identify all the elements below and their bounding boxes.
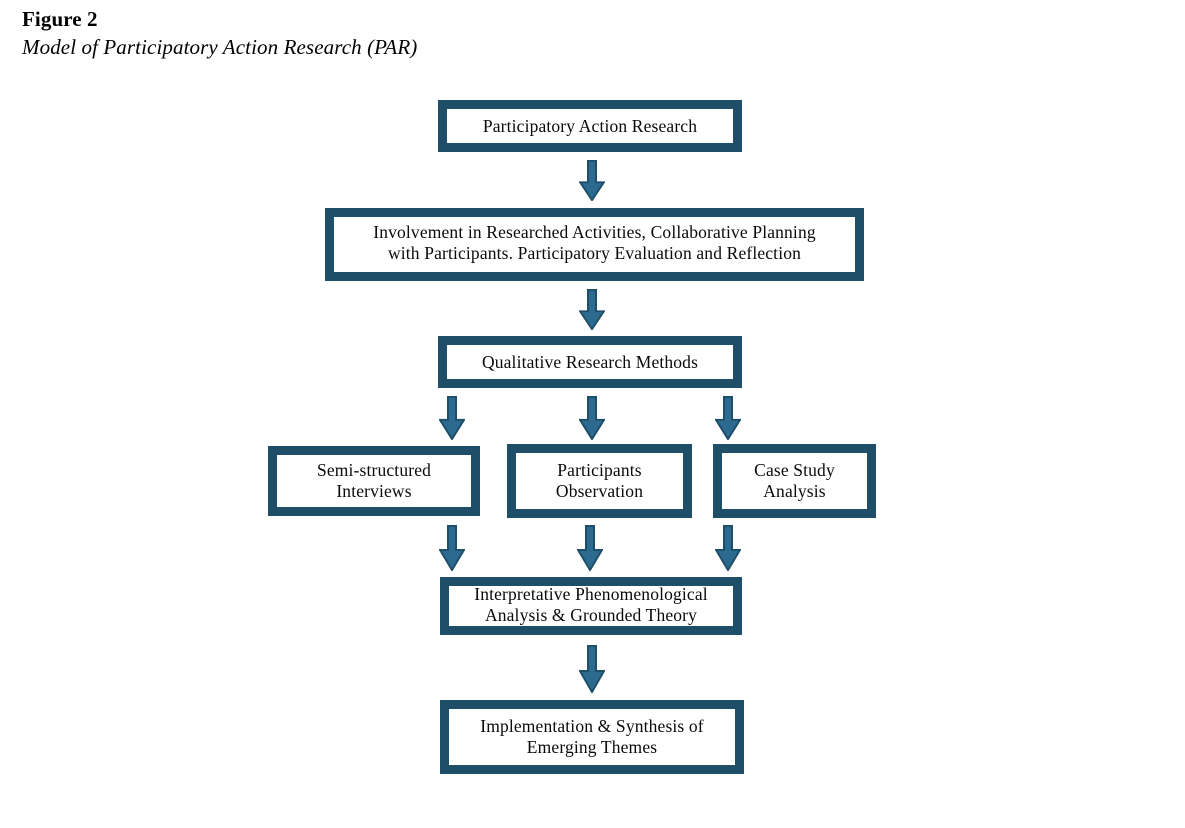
arrow-down-icon <box>715 396 741 440</box>
node-implementation-synthesis-emerging-themes: Implementation & Synthesis of Emerging T… <box>440 700 744 774</box>
arrow-down-icon <box>439 396 465 440</box>
node-label: Qualitative Research Methods <box>481 351 699 372</box>
node-label: Implementation & Synthesis of Emerging T… <box>480 716 704 757</box>
node-involvement-collaborative-planning: Involvement in Researched Activities, Co… <box>325 208 864 281</box>
node-participants-observation: Participants Observation <box>507 444 692 518</box>
node-qualitative-research-methods: Qualitative Research Methods <box>438 336 742 388</box>
node-case-study-analysis: Case Study Analysis <box>713 444 876 518</box>
node-label: Semi-structured Interviews <box>316 460 432 501</box>
node-label: Interpretative Phenomenological Analysis… <box>474 583 708 625</box>
node-label: Participatory Action Research <box>482 115 698 136</box>
arrow-down-icon <box>439 525 465 571</box>
figure-label: Figure 2 <box>22 7 98 31</box>
node-interpretative-phenomenological-analysis: Interpretative Phenomenological Analysis… <box>440 577 742 635</box>
node-label: Case Study Analysis <box>754 460 835 501</box>
arrow-down-icon <box>715 525 741 571</box>
arrow-down-icon <box>579 289 605 330</box>
node-participatory-action-research: Participatory Action Research <box>438 100 742 152</box>
arrow-down-icon <box>579 396 605 440</box>
arrow-down-icon <box>577 525 603 571</box>
figure-caption: Figure 2 Model of Participatory Action R… <box>22 6 822 61</box>
node-label: Involvement in Researched Activities, Co… <box>373 222 816 263</box>
arrow-down-icon <box>579 160 605 201</box>
arrow-down-icon <box>579 645 605 693</box>
node-semi-structured-interviews: Semi-structured Interviews <box>268 446 480 516</box>
node-label: Participants Observation <box>555 460 644 501</box>
figure-title: Model of Participatory Action Research (… <box>22 35 418 59</box>
